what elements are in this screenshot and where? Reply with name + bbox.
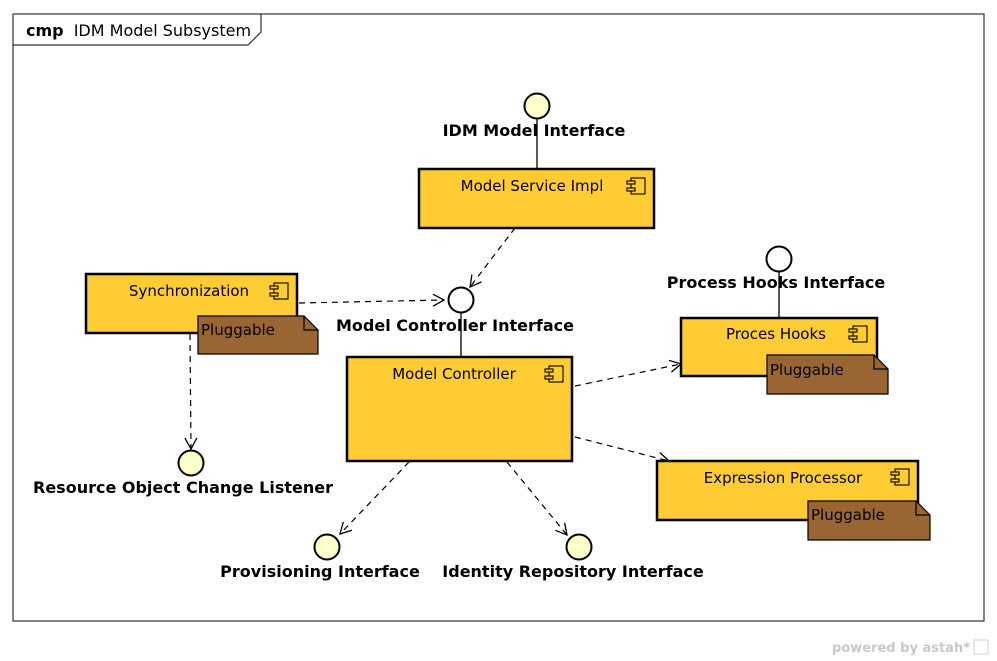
process-hooks-note: Pluggable [766, 354, 889, 395]
model-controller-interface-icon [447, 286, 475, 314]
expression-processor-label: Expression Processor [704, 469, 863, 487]
components: Model Service Impl Synchronization Model… [84, 167, 920, 522]
model-controller-label: Model Controller [392, 365, 516, 383]
footer-text: powered by astah* [832, 641, 970, 656]
expression-processor-note-text: Pluggable [811, 506, 885, 524]
process-hooks-note-text: Pluggable [770, 361, 844, 379]
controller-to-process-hooks-dependency [574, 359, 683, 387]
synchronization-note: Pluggable [197, 315, 319, 355]
idm-model-interface-icon [523, 92, 551, 120]
process-hooks-interface-label: Process Hooks Interface [667, 273, 886, 292]
synchronization-label: Synchronization [129, 282, 249, 300]
provisioning-interface-label: Provisioning Interface [220, 562, 420, 581]
astah-logo-icon [973, 639, 989, 655]
idm-model-interface-label: IDM Model Interface [443, 121, 626, 140]
process-hooks-label: Proces Hooks [726, 325, 826, 343]
frame-keyword: cmp [26, 21, 64, 40]
expression-processor-component: Expression Processor [655, 459, 920, 522]
footer: powered by astah* [832, 639, 989, 656]
model-controller-interface-label: Model Controller Interface [336, 316, 574, 335]
identity-repository-interface-icon [565, 533, 593, 561]
identity-repository-interface-label: Identity Repository Interface [442, 562, 704, 581]
model-service-impl-label: Model Service Impl [461, 177, 604, 195]
process-hooks-interface-icon [765, 245, 793, 273]
model-service-impl-component: Model Service Impl [417, 167, 656, 230]
expression-processor-note: Pluggable [807, 500, 931, 541]
dependencies [184, 227, 683, 537]
interfaces [177, 92, 793, 561]
provisioning-interface-icon [313, 533, 341, 561]
interface-labels: IDM Model Interface Model Controller Int… [33, 121, 885, 581]
frame-name: IDM Model Subsystem [74, 21, 251, 40]
svg-text:cmp IDM Model Subsystem: cmp IDM Model Subsystem [26, 21, 251, 40]
synchronization-note-text: Pluggable [201, 321, 275, 339]
frame-title-tab [13, 14, 262, 46]
sync-to-controller-interface-dependency [298, 293, 446, 307]
controller-to-repository-dependency [506, 461, 568, 537]
controller-to-provisioning-dependency [339, 461, 410, 535]
controller-to-expression-processor-dependency [574, 436, 671, 465]
sync-to-listener-dependency [184, 333, 198, 451]
impl-to-controller-interface-dependency [469, 227, 516, 289]
notes: Pluggable Pluggable Pluggable [197, 315, 931, 541]
resource-listener-interface-label: Resource Object Change Listener [33, 478, 333, 497]
solid-connectors [460, 119, 780, 357]
resource-listener-interface-icon [177, 449, 205, 477]
model-controller-component: Model Controller [345, 355, 574, 463]
